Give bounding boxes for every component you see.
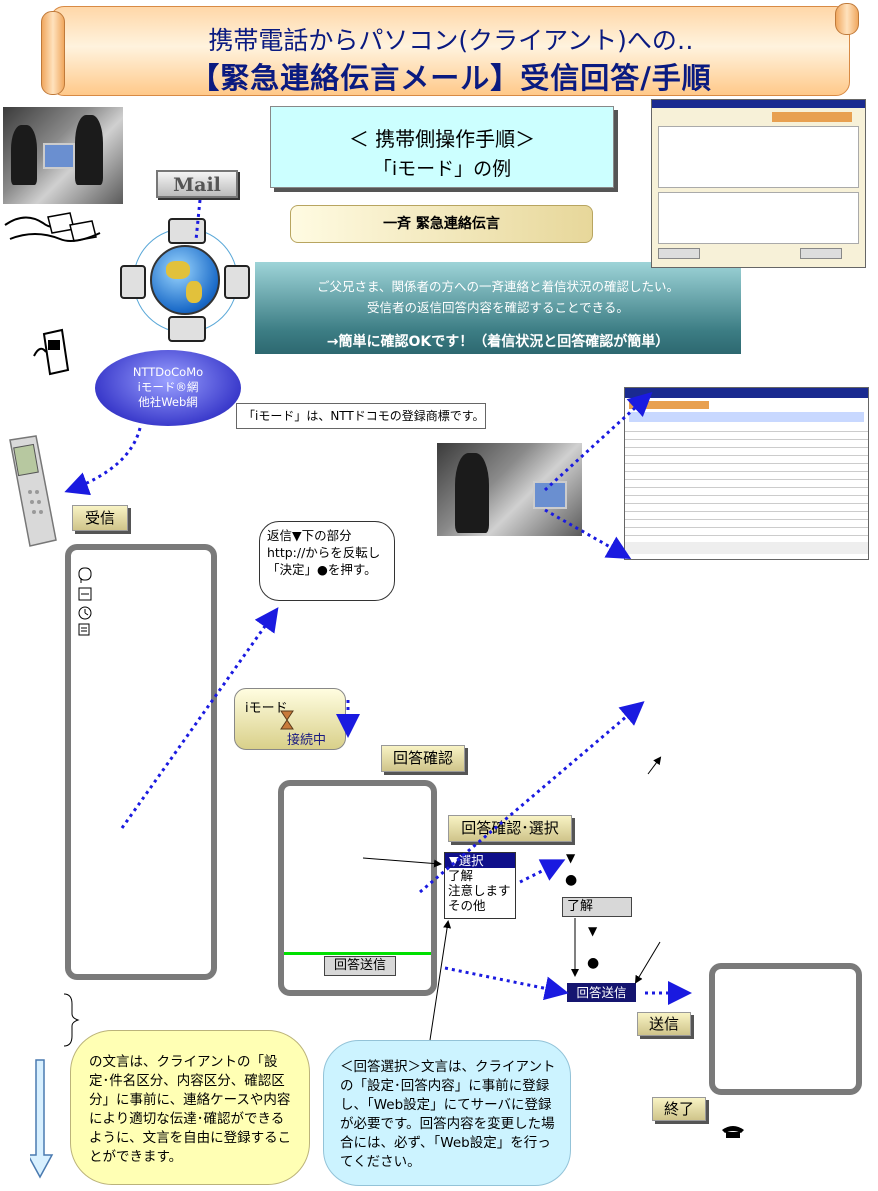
network-imode: iモード®網 xyxy=(137,380,199,394)
clock-icon xyxy=(78,606,92,620)
mobile-phone-icon xyxy=(33,328,70,376)
divider xyxy=(284,952,431,955)
document-icon xyxy=(78,587,92,601)
reply-select-label: 回答確認･選択 xyxy=(448,815,572,842)
phone-screen-received xyxy=(65,544,217,980)
receive-label: 受信 xyxy=(72,505,128,531)
select-option[interactable]: 注意します xyxy=(448,883,511,898)
globe-icon xyxy=(150,245,220,315)
chosen-value-field: 了解 xyxy=(562,897,632,917)
phone-screen-reply: 回答送信 xyxy=(278,780,437,996)
reply-send-button[interactable]: 回答送信 xyxy=(324,956,396,976)
imode-connecting: iモード 接続中 xyxy=(234,688,346,750)
send-label: 送信 xyxy=(637,1012,691,1036)
hourglass-icon xyxy=(280,710,294,730)
imode-title: iモード xyxy=(245,701,288,716)
flow-down-arrow xyxy=(30,993,80,1179)
computer-icon xyxy=(168,316,206,342)
description-highlight: →簡単に確認OKです！（着信状況と回答確認が簡単） xyxy=(326,334,670,350)
title-banner: 携帯電話からパソコン(クライアント)への‥ 【緊急連絡伝言メール】受信回答/手順 xyxy=(41,3,859,96)
title-line2: 【緊急連絡伝言メール】受信回答/手順 xyxy=(190,61,712,95)
envelope-icon xyxy=(78,567,92,583)
computer-icon xyxy=(120,265,146,299)
mail-label: Mail xyxy=(156,170,238,198)
imode-status: 接続中 xyxy=(287,733,327,748)
procedure-subtitle: 「iモード」の例 xyxy=(372,158,512,180)
enter-key-mark: ● xyxy=(587,955,600,971)
select-option[interactable]: その他 xyxy=(448,898,486,913)
reply-send-highlight[interactable]: 回答送信 xyxy=(567,983,636,1002)
enter-key-mark: ● xyxy=(565,872,578,888)
procedure-title: ＜ 携帯側操作手順＞ xyxy=(348,127,536,151)
bubble-line1: 返信▼下の部分 xyxy=(267,528,352,543)
computer-icon xyxy=(224,265,250,299)
description-line1: ご父兄さま、関係者の方への一斉連絡と着信状況の確認したい。 xyxy=(316,279,679,294)
setting-note: の文言は、クライアントの「設定･件名区分、内容区分、確認区分」に事前に、連絡ケー… xyxy=(70,1030,310,1185)
office-photo xyxy=(3,107,123,204)
reply-select-menu[interactable]: ▼選択 了解 注意します その他 xyxy=(444,852,516,919)
down-key-mark: ▼ xyxy=(566,851,576,865)
staff-photo xyxy=(437,443,582,536)
instruction-bubble: 返信▼下の部分 http://からを反転し 「決定」●を押す。 xyxy=(259,521,395,601)
scroll-curl-right xyxy=(835,3,859,35)
reply-check-label: 回答確認 xyxy=(381,745,465,772)
network-other: 他社Web網 xyxy=(138,395,198,409)
bubble-line3: 「決定」●を押す。 xyxy=(267,562,377,577)
reply-setting-note: ＜回答選択＞文言は、クライアントの「設定･回答内容」に事前に登録し、「Web設定… xyxy=(323,1040,571,1186)
bubble-line2: http://からを反転し xyxy=(267,545,381,560)
description-box: ご父兄さま、関係者の方への一斉連絡と着信状況の確認したい。 受信者の返信回答内容… xyxy=(255,262,741,354)
phone-status-icons xyxy=(78,567,92,636)
end-label: 終了 xyxy=(652,1097,706,1121)
phone-screen-sent xyxy=(709,963,862,1095)
computer-icon xyxy=(168,218,206,244)
select-header[interactable]: ▼選択 xyxy=(445,853,515,868)
title-line1: 携帯電話からパソコン(クライアント)への‥ xyxy=(208,26,694,55)
flying-mail-icon xyxy=(4,212,101,242)
down-key-mark: ▼ xyxy=(588,924,598,938)
broadcast-label: 一斉 緊急連絡伝言 xyxy=(290,205,593,243)
network-docomo: NTTDoCoMo xyxy=(132,365,204,379)
select-option[interactable]: 了解 xyxy=(448,868,474,883)
telephone-icon xyxy=(722,1126,744,1138)
scroll-curl-left xyxy=(41,11,65,95)
trademark-note: 「iモード」は、NTTドコモの登録商標です。 xyxy=(236,403,486,429)
description-line2: 受信者の返信回答内容を確認することできる。 xyxy=(367,300,629,315)
procedure-header: ＜ 携帯側操作手順＞ 「iモード」の例 xyxy=(270,106,614,188)
reply-list-screenshot xyxy=(624,387,869,560)
cellphone-icon xyxy=(9,435,57,547)
message-form-screenshot xyxy=(651,99,866,268)
network-ellipse: NTTDoCoMo iモード®網 他社Web網 xyxy=(95,350,241,426)
list-icon xyxy=(78,623,90,636)
